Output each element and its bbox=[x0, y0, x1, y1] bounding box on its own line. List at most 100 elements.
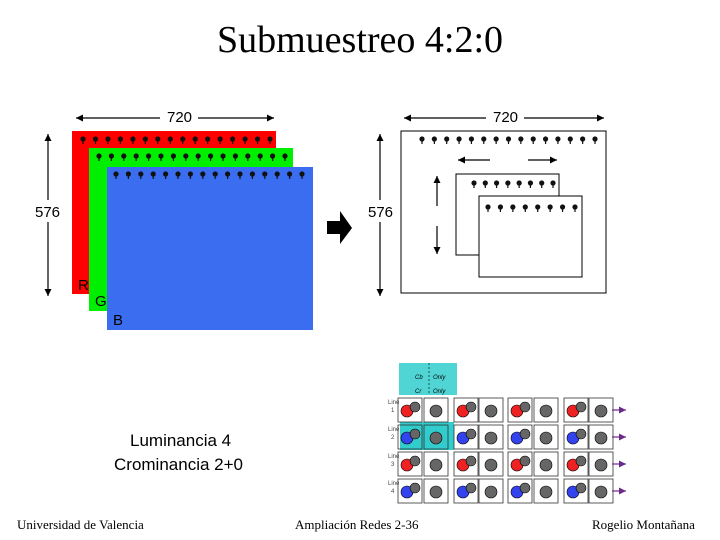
sample-dot bbox=[567, 136, 573, 142]
luma-sample-dot bbox=[539, 458, 553, 472]
grid-line-label: Line bbox=[388, 400, 400, 406]
sample-dot bbox=[431, 136, 437, 142]
blue-plane bbox=[107, 167, 313, 330]
luma-sample-dot bbox=[539, 431, 553, 445]
grid-cell bbox=[507, 478, 533, 504]
sample-dot bbox=[282, 153, 288, 159]
luma-sample-dot bbox=[594, 404, 608, 418]
sample-dot bbox=[245, 153, 251, 159]
grid-cell bbox=[563, 451, 589, 477]
sample-dot bbox=[522, 204, 528, 210]
luminance-note: Luminancia 4 bbox=[130, 431, 232, 450]
grid-line-number: 3 bbox=[391, 462, 395, 468]
grid-cell bbox=[533, 424, 559, 450]
grid-header-label-2: Only bbox=[433, 375, 446, 381]
luma-sample-dot bbox=[519, 482, 531, 494]
sample-dot bbox=[230, 136, 236, 142]
grid-line-label: Line bbox=[388, 481, 400, 487]
luma-sample-dot bbox=[465, 428, 477, 440]
grid-cell bbox=[478, 478, 504, 504]
grid-cell bbox=[533, 451, 559, 477]
luma-sample-dot bbox=[429, 404, 443, 418]
luma-sample-dot bbox=[465, 401, 477, 413]
sample-dot bbox=[287, 171, 293, 177]
sample-dot bbox=[559, 204, 566, 210]
sample-dot bbox=[192, 136, 198, 142]
sample-dot bbox=[550, 180, 556, 186]
sample-dot bbox=[456, 136, 462, 142]
grid-cell bbox=[453, 478, 479, 504]
chrominance-note: Crominancia 2+0 bbox=[114, 455, 243, 474]
sample-dot bbox=[535, 204, 541, 210]
grid-cell bbox=[423, 424, 449, 450]
sample-dot bbox=[142, 136, 148, 142]
cr-plane-dot-row bbox=[471, 180, 556, 188]
grid-header-label-4: Only bbox=[433, 389, 446, 395]
sample-dot bbox=[158, 153, 164, 159]
sample-dot bbox=[113, 171, 119, 177]
sample-dot bbox=[539, 180, 545, 186]
sample-dot bbox=[133, 153, 139, 159]
luma-sample-dot bbox=[594, 458, 608, 472]
footer-author: Rogelio Montañana bbox=[592, 517, 695, 532]
sample-dot bbox=[180, 136, 186, 142]
sample-dot bbox=[167, 136, 173, 142]
luma-sample-dot bbox=[539, 404, 553, 418]
g-plane-label: G bbox=[95, 293, 107, 310]
rgb-dot-rows bbox=[80, 136, 305, 179]
sample-dot bbox=[138, 171, 144, 177]
rgb-width-label: 720 bbox=[163, 109, 197, 126]
grid-cell bbox=[563, 478, 589, 504]
sample-dot bbox=[125, 171, 131, 177]
grid-cell bbox=[423, 478, 449, 504]
grid-line-number: 2 bbox=[391, 435, 395, 441]
blue-plane-dot-row bbox=[113, 171, 305, 179]
sample-dot bbox=[242, 136, 248, 142]
grid-cell bbox=[478, 424, 504, 450]
luma-sample-dot bbox=[465, 482, 477, 494]
sample-dot bbox=[163, 171, 169, 177]
sample-dot bbox=[232, 153, 238, 159]
sample-dot bbox=[497, 204, 504, 210]
sample-dot bbox=[183, 153, 189, 159]
grid-cells bbox=[397, 397, 626, 504]
cb-plane-dot-row bbox=[485, 204, 578, 212]
conversion-arrow bbox=[327, 211, 352, 244]
luma-sample-dot bbox=[519, 401, 531, 413]
grid-cell bbox=[397, 397, 423, 423]
grid-cell bbox=[453, 424, 479, 450]
sample-dot bbox=[493, 180, 500, 186]
sample-dot bbox=[555, 136, 561, 142]
grid-cell bbox=[423, 397, 449, 423]
sample-dot bbox=[254, 136, 261, 142]
luma-sample-dot bbox=[484, 431, 498, 445]
luma-sample-dot bbox=[575, 482, 587, 494]
sample-dot bbox=[200, 171, 206, 177]
luma-sample-dot bbox=[594, 431, 608, 445]
luma-sample-dot bbox=[484, 485, 498, 499]
sample-dot bbox=[481, 136, 487, 142]
sample-dot bbox=[130, 136, 136, 142]
y-width-label: 720 bbox=[489, 109, 523, 126]
luma-sample-dot bbox=[429, 458, 443, 472]
sample-dot bbox=[505, 136, 512, 142]
sample-dot bbox=[530, 136, 536, 142]
luma-sample-dot bbox=[409, 482, 421, 494]
sample-dot bbox=[471, 180, 477, 186]
sample-dot bbox=[257, 153, 263, 159]
y-height-label: 576 bbox=[368, 202, 394, 223]
grid-header-label-3: Cr bbox=[415, 389, 422, 395]
sample-dot bbox=[217, 136, 223, 142]
sample-dot bbox=[170, 153, 176, 159]
sample-dot bbox=[518, 136, 524, 142]
grid-highlight-header bbox=[399, 363, 457, 395]
grid-line-label: Line bbox=[388, 454, 400, 460]
grid-cell bbox=[507, 451, 533, 477]
cb-plane bbox=[478, 195, 583, 278]
sample-dot bbox=[212, 171, 218, 177]
sample-dot bbox=[80, 136, 86, 142]
luma-sample-dot bbox=[484, 458, 498, 472]
sample-dot bbox=[96, 153, 102, 159]
sample-dot bbox=[195, 153, 201, 159]
